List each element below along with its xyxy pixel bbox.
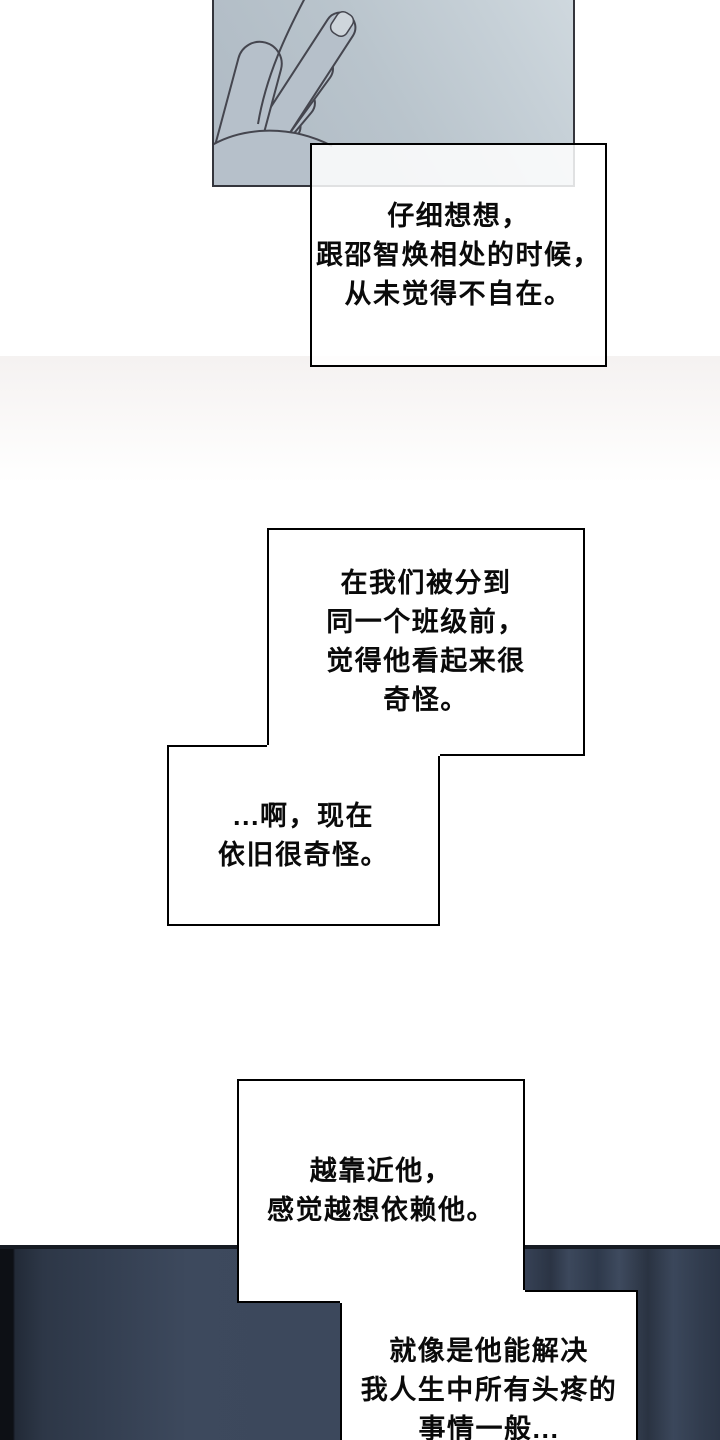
narration-line: 我人生中所有头疼的 [360,1374,618,1405]
narration-box-2: 在我们被分到 同一个班级前， 觉得他看起来很 奇怪。 [267,528,585,756]
box-join-patch [340,1290,525,1303]
box-join-patch [267,745,440,756]
narration-line: 感觉越想依赖他。 [267,1195,495,1225]
narration-line: 跟邵智焕相处的时候， [316,239,601,270]
narration-box-3: ...啊，现在 依旧很奇怪。 [167,745,440,926]
narration-line: 在我们被分到 [340,568,512,598]
narration-line: 事情一般... [418,1413,560,1440]
narration-box-4: 越靠近他， 感觉越想依赖他。 [237,1079,525,1303]
narration-line: 就像是他能解决 [389,1335,589,1366]
narration-line: 仔细想想， [387,200,530,231]
narration-line: 奇怪。 [383,685,469,715]
narration-box-1: 仔细想想， 跟邵智焕相处的时候， 从未觉得不自在。 [310,143,607,367]
narration-line: ...啊，现在 [232,800,374,831]
narration-line: 同一个班级前， [326,607,526,637]
narration-line: 觉得他看起来很 [326,646,526,676]
background-fade-band [0,356,720,506]
narration-line: 从未觉得不自在。 [344,278,573,309]
narration-line: 依旧很奇怪。 [218,839,389,870]
narration-box-5: 就像是他能解决 我人生中所有头疼的 事情一般... [340,1290,638,1440]
narration-line: 越靠近他， [309,1156,453,1186]
